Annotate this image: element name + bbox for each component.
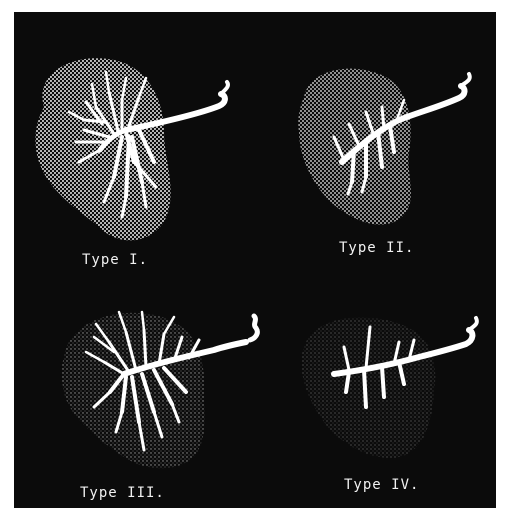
type3-diagram <box>62 312 258 468</box>
caption-type1: Type I. <box>82 252 148 268</box>
figure-panel: Type I. Type II. Type III. Type IV. <box>14 12 496 508</box>
type2-diagram <box>298 69 469 225</box>
caption-type4: Type IV. <box>344 477 419 493</box>
type1-diagram <box>35 58 228 240</box>
caption-type3: Type III. <box>80 485 165 501</box>
caption-type2: Type II. <box>339 240 414 256</box>
figure-frame: Type I. Type II. Type III. Type IV. <box>4 4 504 514</box>
type4-diagram <box>302 317 477 457</box>
